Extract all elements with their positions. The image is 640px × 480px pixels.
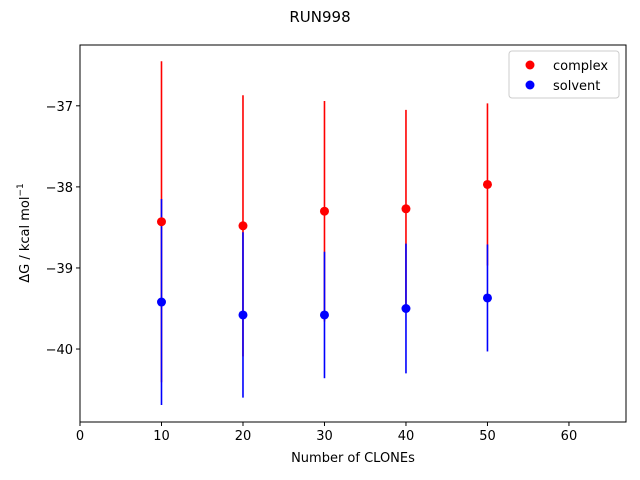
solvent-point xyxy=(238,310,248,320)
y-axis-label-main: ΔG / kcal mol xyxy=(18,197,33,283)
x-tick-label: 30 xyxy=(316,429,333,444)
plot-area xyxy=(156,61,492,405)
y-tick-label: −38 xyxy=(46,181,73,196)
legend: complex solvent xyxy=(508,50,620,99)
solvent-point xyxy=(319,310,329,320)
y-tick-label: −39 xyxy=(46,262,73,277)
complex-point xyxy=(238,221,248,231)
x-tick-label: 20 xyxy=(235,429,252,444)
x-axis-label: Number of CLONEs xyxy=(291,451,415,466)
y-axis-label-superscript: −1 xyxy=(16,183,26,196)
x-tick-label: 40 xyxy=(398,429,415,444)
chart-title: RUN998 xyxy=(289,8,350,26)
x-tick-label: 50 xyxy=(479,429,496,444)
legend-box xyxy=(508,50,620,99)
x-tick-label: 60 xyxy=(561,429,578,444)
axes-frame xyxy=(79,44,627,423)
y-axis: −40 −39 −38 −37 xyxy=(46,100,80,358)
solvent-legend-marker xyxy=(525,80,535,90)
complex-point xyxy=(319,206,329,216)
complex-legend-label: complex xyxy=(553,59,608,74)
complex-point xyxy=(401,204,411,214)
y-tick-label: −37 xyxy=(46,100,73,115)
complex-point xyxy=(156,217,166,227)
complex-point xyxy=(482,179,492,189)
x-tick-label: 10 xyxy=(153,429,170,444)
solvent-legend-label: solvent xyxy=(553,79,600,94)
y-axis-label: ΔG / kcal mol−1 xyxy=(16,183,33,283)
y-tick-label: −40 xyxy=(46,343,73,358)
solvent-point xyxy=(401,303,411,313)
solvent-point xyxy=(482,293,492,303)
complex-legend-marker xyxy=(525,60,535,70)
x-axis: 0 10 20 30 40 50 60 xyxy=(76,422,577,444)
x-tick-label: 0 xyxy=(76,429,84,444)
solvent-point xyxy=(156,297,166,307)
